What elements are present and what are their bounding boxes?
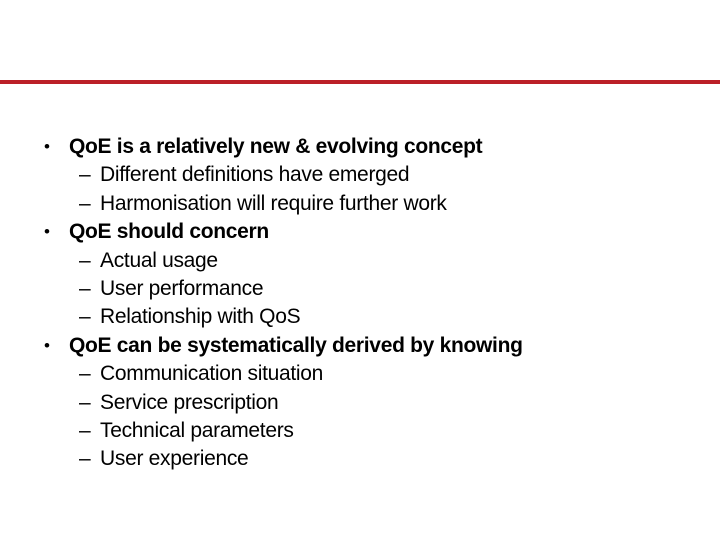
dash-marker-icon: – [79,447,91,471]
bullet-marker-icon: • [44,222,50,242]
sub-bullet-item: –Different definitions have emerged [0,161,720,189]
bullet-text: Relationship with QoS [100,305,301,329]
sub-bullet-item: –Communication situation [0,360,720,388]
bullet-text: Service prescription [100,390,279,414]
sub-bullet-item: –Relationship with QoS [0,303,720,331]
bullet-text: User performance [100,277,264,301]
bullet-item: • QoE can be systematically derived by kn… [0,332,720,360]
bullet-list: • QoE is a relatively new & evolving conc… [0,133,720,474]
sub-bullet-item: –Actual usage [0,247,720,275]
sub-bullet-item: –User experience [0,445,720,473]
bullet-text: QoE should concern [69,220,269,244]
bullet-text: QoE is a relatively new & evolving conce… [69,135,483,158]
bullet-marker-icon: • [44,137,50,156]
bullet-text: Communication situation [100,362,324,386]
dash-marker-icon: – [79,362,91,386]
bullet-text: Actual usage [100,248,218,272]
dash-marker-icon: – [79,248,91,272]
dash-marker-icon: – [79,277,91,301]
dash-marker-icon: – [79,163,91,187]
bullet-item: • QoE should concern [0,218,720,246]
sub-bullet-item: –Harmonisation will require further work [0,190,720,218]
bullet-text: User experience [100,447,249,471]
bullet-text: QoE can be systematically derived by kno… [69,333,523,357]
bullet-text: Different definitions have emerged [100,163,410,187]
bullet-text: Harmonisation will require further work [100,191,447,215]
dash-marker-icon: – [79,390,91,414]
divider-line [0,80,720,84]
bullet-marker-icon: • [44,335,50,355]
dash-marker-icon: – [79,419,91,443]
dash-marker-icon: – [79,191,91,215]
dash-marker-icon: – [79,305,91,329]
sub-bullet-item: –User performance [0,275,720,303]
bullet-text: Technical parameters [100,419,294,443]
sub-bullet-item: –Service prescription [0,389,720,417]
bullet-item: • QoE is a relatively new & evolving conc… [0,133,720,161]
sub-bullet-item: –Technical parameters [0,417,720,445]
